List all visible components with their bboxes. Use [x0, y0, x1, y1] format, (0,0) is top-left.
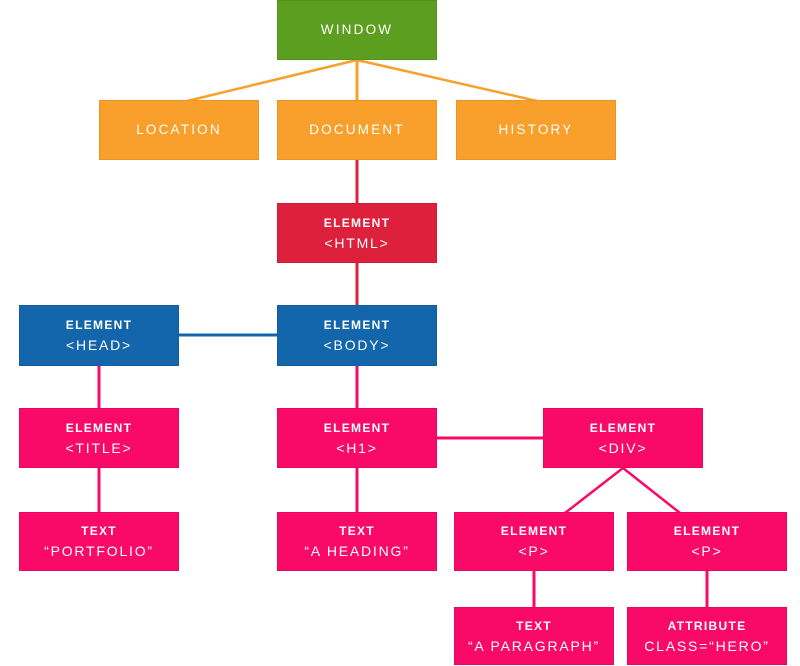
node-value-label: “A PARAGRAPH”	[467, 637, 601, 654]
node-title-label: HISTORY	[498, 122, 574, 138]
edge-window-history	[356, 58, 538, 103]
node-kind-label: TEXT	[81, 524, 117, 538]
node-title-label: WINDOW	[320, 22, 394, 38]
node-value-label: <TITLE>	[65, 439, 133, 456]
node-kind-label: TEXT	[339, 524, 375, 538]
node-value-label: <P>	[518, 543, 550, 559]
node-value-label: “PORTFOLIO”	[44, 543, 154, 559]
node-location: LOCATION	[99, 100, 259, 160]
node-kind-label: ELEMENT	[673, 524, 741, 538]
node-element-title: ELEMENT <TITLE>	[19, 408, 179, 468]
edge-window-location	[186, 58, 358, 103]
node-value-label: <HTML>	[324, 234, 390, 251]
node-element-p-2: ELEMENT <P>	[627, 512, 787, 571]
node-element-head: ELEMENT <HEAD>	[19, 305, 179, 366]
node-text-a-heading: TEXT “A HEADING”	[277, 512, 437, 571]
edge-div-p1	[564, 467, 624, 514]
node-value-label: <BODY>	[323, 337, 391, 353]
node-value-label: <DIV>	[598, 439, 648, 456]
node-element-div: ELEMENT <DIV>	[543, 408, 703, 468]
node-title-label: DOCUMENT	[309, 122, 405, 138]
node-element-p-1: ELEMENT <P>	[454, 512, 614, 571]
node-kind-label: ELEMENT	[65, 318, 133, 332]
node-kind-label: ELEMENT	[589, 420, 657, 435]
edge-div-p2	[622, 467, 681, 514]
node-text-a-paragraph: TEXT “A PARAGRAPH”	[454, 607, 614, 665]
node-history: HISTORY	[456, 100, 616, 160]
node-text-portfolio: TEXT “PORTFOLIO”	[19, 512, 179, 571]
node-kind-label: ELEMENT	[323, 318, 391, 332]
node-kind-label: ELEMENT	[323, 420, 391, 435]
node-kind-label: ELEMENT	[65, 420, 133, 435]
node-document: DOCUMENT	[277, 100, 437, 160]
node-kind-label: ELEMENT	[500, 524, 568, 538]
node-attribute-class-hero: ATTRIBUTE CLASS=“HERO”	[627, 607, 787, 665]
node-kind-label: TEXT	[516, 618, 552, 633]
node-kind-label: ATTRIBUTE	[667, 618, 747, 633]
node-value-label: <P>	[691, 543, 723, 559]
node-title-label: LOCATION	[136, 122, 222, 138]
node-window: WINDOW	[277, 0, 437, 60]
node-value-label: “A HEADING”	[304, 543, 410, 559]
node-kind-label: ELEMENT	[323, 215, 391, 230]
node-element-html: ELEMENT <HTML>	[277, 203, 437, 263]
node-element-h1: ELEMENT <H1>	[277, 408, 437, 468]
node-value-label: <HEAD>	[65, 337, 133, 353]
node-element-body: ELEMENT <BODY>	[277, 305, 437, 366]
node-value-label: <H1>	[336, 439, 378, 456]
node-value-label: CLASS=“HERO”	[644, 637, 770, 654]
